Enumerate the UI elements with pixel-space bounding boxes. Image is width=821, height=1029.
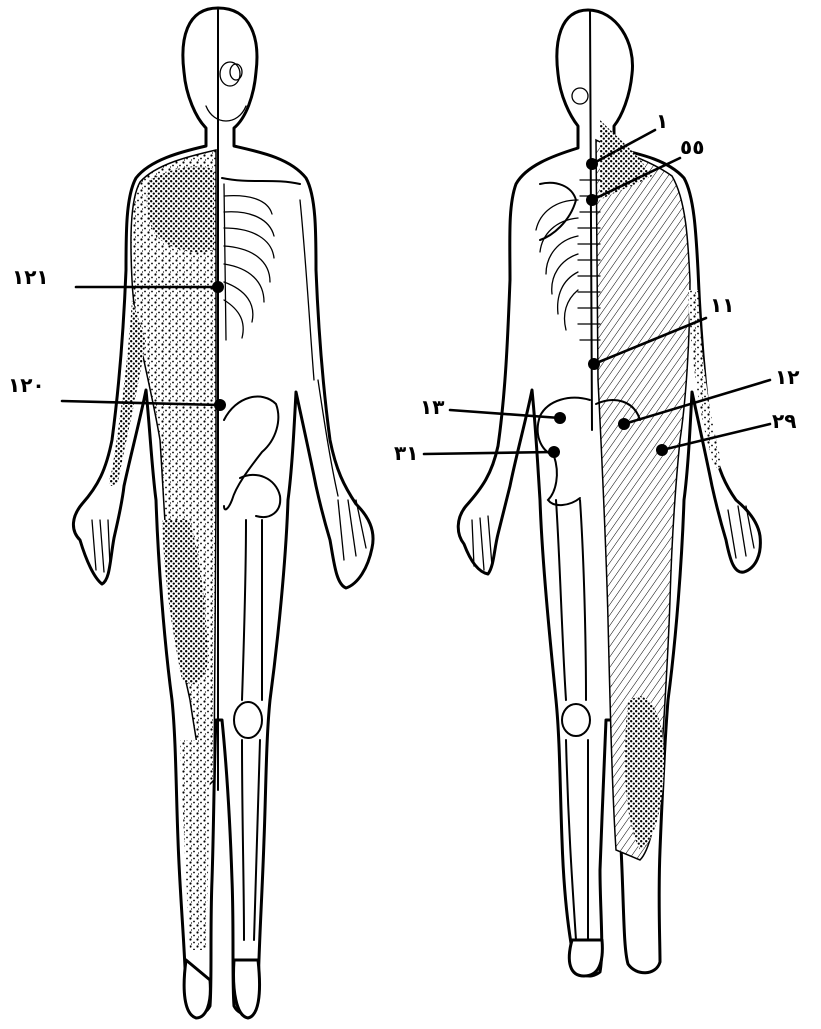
acupoint-dot — [548, 446, 560, 458]
point-label: ٥٥ — [680, 135, 704, 159]
anterior-silhouette — [73, 8, 373, 1014]
leader-line — [424, 452, 554, 454]
point-label: ٣١ — [394, 441, 418, 465]
point-label: ١ — [656, 109, 668, 133]
acupoint-dot — [212, 281, 224, 293]
acupoint-dot — [214, 399, 226, 411]
point-label: ٢٩ — [772, 409, 796, 433]
acupoint-dot — [586, 194, 598, 206]
point-label: ١٢٠ — [8, 373, 45, 397]
anterior-foot-right — [234, 960, 260, 1018]
point-label: ١٢ — [775, 365, 799, 389]
acupoint-dot — [586, 158, 598, 170]
acupoint-dot — [618, 418, 630, 430]
anterior-figure — [73, 8, 373, 1018]
point-label: ١١ — [710, 293, 734, 317]
posterior-foot-left — [569, 940, 602, 976]
acupoint-dot — [656, 444, 668, 456]
point-label: ١٣ — [420, 395, 444, 419]
acupoint-dot — [554, 412, 566, 424]
point-label: ١٢١ — [12, 265, 49, 289]
acupoint-dot — [588, 358, 600, 370]
